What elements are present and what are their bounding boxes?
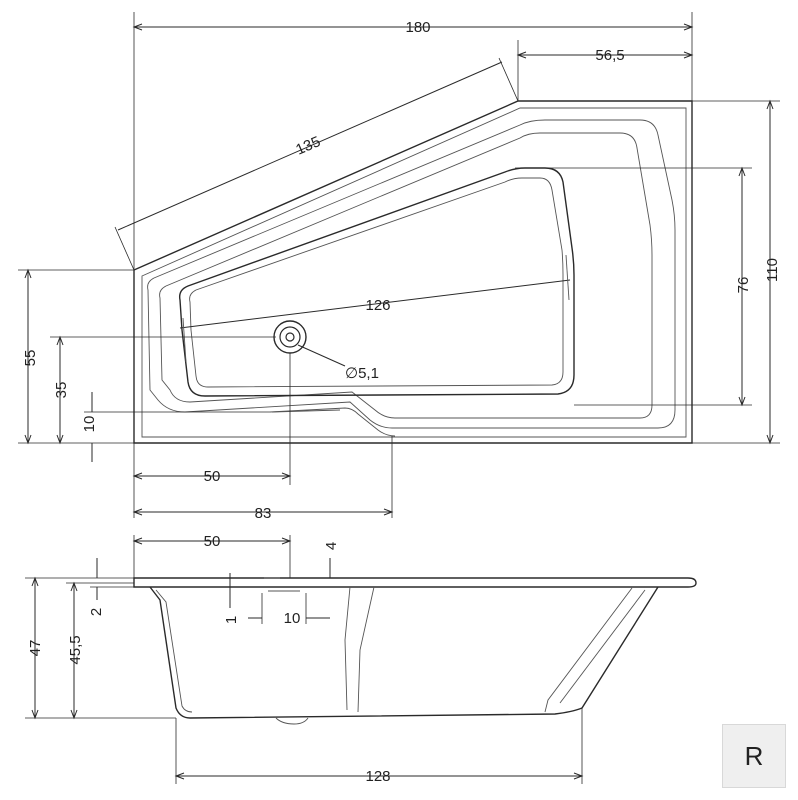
arrow-icon bbox=[24, 268, 32, 279]
step-edge-line bbox=[271, 409, 341, 413]
side-slope-outer bbox=[544, 587, 633, 713]
arrow-icon bbox=[132, 508, 143, 516]
side-slope-inner bbox=[559, 589, 646, 704]
label-10: 10 bbox=[81, 416, 98, 433]
arrow-icon bbox=[31, 576, 39, 587]
arrow-icon bbox=[766, 99, 774, 110]
tub-rim-inner bbox=[141, 107, 687, 438]
label-diameter: ∅5,1 bbox=[345, 365, 379, 382]
arrow-icon bbox=[516, 51, 527, 59]
arrow-icon bbox=[766, 434, 774, 445]
arrow-icon bbox=[70, 581, 78, 592]
label-2: 2 bbox=[88, 608, 105, 616]
label-side-10: 10 bbox=[284, 610, 301, 627]
arrow-icon bbox=[56, 335, 64, 346]
leader-diameter bbox=[297, 344, 346, 367]
side-body bbox=[149, 586, 659, 719]
drain-outer-icon bbox=[273, 320, 307, 354]
label-135: 135 bbox=[293, 133, 323, 159]
label-35: 35 bbox=[53, 382, 70, 399]
side-body-inner bbox=[155, 589, 193, 713]
label-83: 83 bbox=[255, 505, 272, 522]
arrow-icon bbox=[24, 434, 32, 445]
arrow-icon bbox=[573, 772, 584, 780]
ext-diag-left bbox=[114, 226, 135, 271]
label-128: 128 bbox=[365, 768, 390, 785]
arrow-icon bbox=[31, 709, 39, 720]
label-56-5: 56,5 bbox=[595, 47, 624, 64]
label-76: 76 bbox=[735, 277, 752, 294]
tub-basin-bottom bbox=[178, 167, 575, 397]
arrow-icon bbox=[683, 23, 694, 31]
arrow-icon bbox=[738, 166, 746, 177]
tub-basin-bottom-inner bbox=[189, 177, 564, 388]
side-rim bbox=[133, 577, 697, 588]
tick-126-left bbox=[182, 317, 187, 363]
label-45-5: 45,5 bbox=[67, 635, 84, 664]
dim-line-126 bbox=[179, 279, 571, 329]
arrow-icon bbox=[281, 537, 292, 545]
label-126: 126 bbox=[365, 297, 390, 314]
drain-mid-icon bbox=[279, 326, 301, 348]
side-step-left bbox=[344, 586, 351, 711]
ext-diag-right bbox=[498, 57, 519, 102]
tub-basin-mid bbox=[159, 132, 653, 419]
arrow-icon bbox=[174, 772, 185, 780]
arrow-icon bbox=[132, 537, 143, 545]
label-4: 4 bbox=[323, 542, 340, 550]
arrow-icon bbox=[683, 51, 694, 59]
arrow-icon bbox=[738, 396, 746, 407]
label-side-50: 50 bbox=[204, 533, 221, 550]
label-55: 55 bbox=[22, 350, 39, 367]
side-view: 50 4 47 45,5 2 1 10 bbox=[25, 533, 697, 785]
step-edge bbox=[269, 407, 396, 437]
label-1: 1 bbox=[223, 616, 240, 624]
tick-126-right bbox=[565, 254, 570, 301]
drain-inner-icon bbox=[285, 332, 295, 342]
tub-basin-outer bbox=[147, 119, 676, 429]
arrow-icon bbox=[132, 23, 143, 31]
arrow-icon bbox=[383, 508, 394, 516]
label-110: 110 bbox=[764, 258, 781, 282]
tub-outer-outline bbox=[133, 100, 693, 444]
label-width-180: 180 bbox=[405, 19, 430, 36]
orientation-badge: R bbox=[722, 724, 786, 788]
arrow-icon bbox=[56, 434, 64, 445]
arrow-icon bbox=[132, 472, 143, 480]
top-view: 180 56,5 135 126 ∅5,1 110 76 bbox=[18, 12, 781, 522]
arrow-icon bbox=[70, 709, 78, 720]
arrow-icon bbox=[281, 472, 292, 480]
side-drain-icon bbox=[275, 717, 309, 725]
label-50: 50 bbox=[204, 468, 221, 485]
dim-line-135 bbox=[117, 61, 503, 231]
label-47: 47 bbox=[27, 640, 44, 657]
side-step-right bbox=[357, 586, 375, 713]
